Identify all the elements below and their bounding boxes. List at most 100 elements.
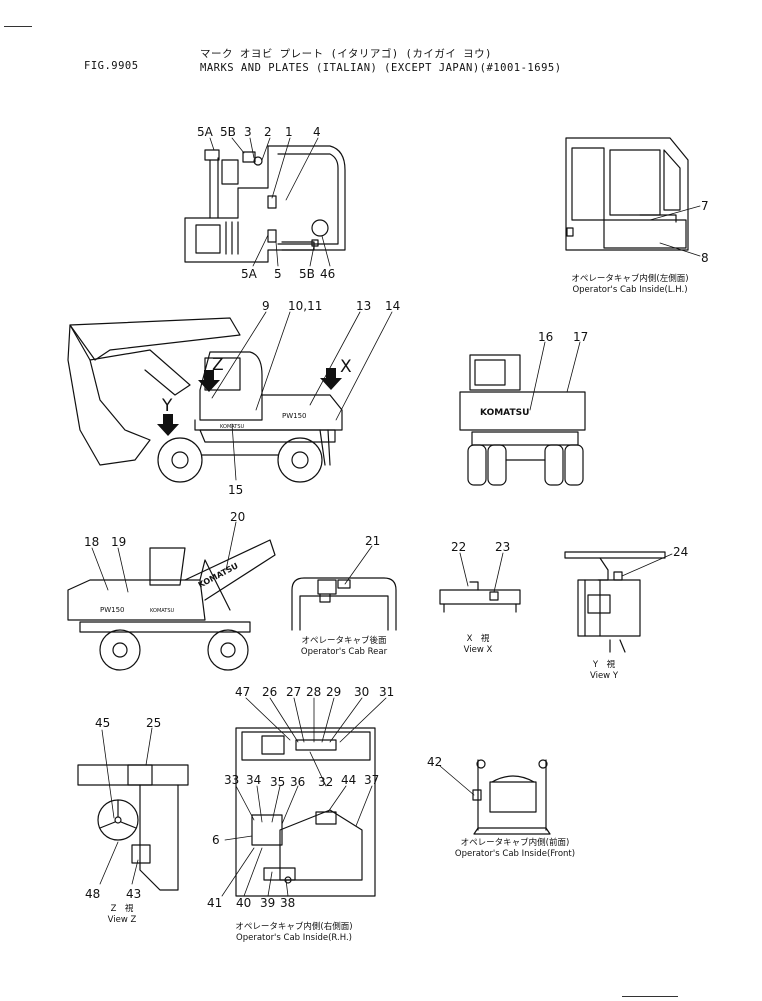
callout: 40 <box>236 896 251 910</box>
callout: 27 <box>286 685 301 699</box>
caption-en: Operator's Cab Inside(Front) <box>454 849 576 859</box>
callout: 33 <box>224 773 239 787</box>
figure-number: FIG.9905 <box>84 60 139 72</box>
caption-cab-inside-rh: オペレータキャブ内側(右側面) Operator's Cab Inside(R.… <box>224 922 364 944</box>
title-english: MARKS AND PLATES (ITALIAN) (EXCEPT JAPAN… <box>200 62 562 74</box>
caption-view-y: Y 視 View Y <box>576 660 632 682</box>
model-decal-side: PW150 <box>282 412 307 420</box>
callout: 36 <box>290 775 305 789</box>
caption-cab-inside-front: オペレータキャブ内側(前面) Operator's Cab Inside(Fro… <box>440 838 590 860</box>
model-decal-side-2: PW150 <box>100 606 125 614</box>
callout: 43 <box>126 887 141 901</box>
callout: 28 <box>306 685 321 699</box>
callout: 25 <box>146 716 161 730</box>
cab-lh-drawing <box>565 137 689 251</box>
callout: 5 <box>274 267 282 281</box>
title-japanese: マーク オヨビ プレート (イタリアゴ) (カイガイ ヨウ) <box>200 48 492 60</box>
callout: 2 <box>264 125 272 139</box>
callout: 23 <box>495 540 510 554</box>
callout: 17 <box>573 330 588 344</box>
callout: 5A <box>197 125 214 139</box>
caption-jp: X 視 <box>466 634 490 644</box>
caption-cab-inside-lh: オペレータキャブ内側(左側面) Operator's Cab Inside(L.… <box>560 274 700 296</box>
callouts: 5A 5B 3 2 1 4 5A 5 5B 46 7 8 9 10,11 13 … <box>84 125 709 910</box>
machine-side-view <box>67 317 343 483</box>
callout: 19 <box>111 535 126 549</box>
arrow-y-icon <box>157 414 179 436</box>
callout: 3 <box>244 125 252 139</box>
machine-side-view-2 <box>67 539 276 671</box>
callout: 47 <box>235 685 250 699</box>
callout: 9 <box>262 299 270 313</box>
caption-en: Operator's Cab Inside(R.H.) <box>236 933 352 943</box>
cab-rh-drawing <box>235 727 376 897</box>
brand-decal-side-2: KOMATSU <box>150 608 175 614</box>
caption-jp: オペレータキャブ内側(右側面) <box>235 922 353 932</box>
caption-cab-rear: オペレータキャブ後面 Operator's Cab Rear <box>284 636 404 658</box>
corner-mark <box>4 26 32 27</box>
callout: 4 <box>313 125 321 139</box>
callout: 38 <box>280 896 295 910</box>
callout: 35 <box>270 775 285 789</box>
view-x-drawing <box>439 581 521 613</box>
caption-en: View Z <box>107 915 137 925</box>
callout: 6 <box>212 833 220 847</box>
callout: 16 <box>538 330 553 344</box>
callout: 22 <box>451 540 466 554</box>
caption-jp: オペレータキャブ後面 <box>301 636 387 646</box>
callout: 5A <box>241 267 258 281</box>
view-letter-y: Y <box>161 396 173 416</box>
caption-view-z: Z 視 View Z <box>94 904 150 926</box>
callout: 30 <box>354 685 369 699</box>
brand-decal-side: KOMATSU <box>220 424 245 430</box>
caption-jp: Y 視 <box>592 660 616 670</box>
callout: 21 <box>365 534 380 548</box>
view-letter-z: Z <box>212 355 224 375</box>
view-arrows <box>157 368 342 436</box>
caption-en: Operator's Cab Inside(L.H.) <box>572 285 688 295</box>
caption-en: View X <box>463 645 493 655</box>
caption-view-x: X 視 View X <box>450 634 506 656</box>
callout: 14 <box>385 299 400 313</box>
arrow-z-icon <box>198 370 220 392</box>
callout: 45 <box>95 716 110 730</box>
callout: 10,11 <box>288 299 322 313</box>
callout: 32 <box>318 775 333 789</box>
caption-jp: オペレータキャブ内側(前面) <box>460 838 570 848</box>
callout: 46 <box>320 267 335 281</box>
caption-en: View Y <box>589 671 619 681</box>
view-z-drawing <box>77 764 189 891</box>
caption-jp: Z 視 <box>110 904 134 914</box>
machine-rear-view <box>459 354 586 486</box>
corner-mark <box>622 996 678 997</box>
arrow-x-icon <box>320 368 342 390</box>
callout: 26 <box>262 685 277 699</box>
top-view-drawing <box>184 145 346 263</box>
machine-decals: PW150 KOMATSU KOMATSU PW150 KOMATSU KOMA… <box>100 408 529 614</box>
leader-lines <box>91 137 701 897</box>
cab-rear-drawing <box>291 577 397 631</box>
callout: 41 <box>207 896 222 910</box>
view-letter-x: X <box>340 357 352 377</box>
callout: 39 <box>260 896 275 910</box>
callout: 13 <box>356 299 371 313</box>
view-letters: Z X Y <box>161 355 352 416</box>
callout: 18 <box>84 535 99 549</box>
callout: 31 <box>379 685 394 699</box>
callout: 7 <box>701 199 709 213</box>
caption-jp: オペレータキャブ内側(左側面) <box>571 274 689 284</box>
brand-decal-rear: KOMATSU <box>480 408 529 418</box>
callout: 15 <box>228 483 243 497</box>
callout: 34 <box>246 773 261 787</box>
callout: 44 <box>341 773 356 787</box>
caption-en: Operator's Cab Rear <box>300 647 388 657</box>
view-y-drawing <box>564 551 666 653</box>
callout: 42 <box>427 755 442 769</box>
callout: 5B <box>220 125 236 139</box>
cab-front-drawing <box>472 759 551 835</box>
callout: 20 <box>230 510 245 524</box>
callout: 48 <box>85 887 100 901</box>
callout: 37 <box>364 773 379 787</box>
